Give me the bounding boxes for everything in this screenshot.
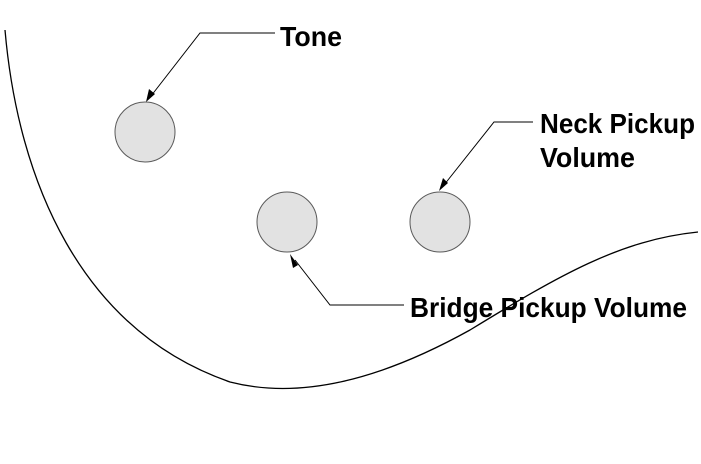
bridge-pickup-volume-label: Bridge Pickup Volume bbox=[410, 292, 687, 323]
bridge-pickup-volume-arrowhead bbox=[290, 254, 298, 268]
guitar-body-outline bbox=[4, 29, 699, 390]
tone-arrowhead bbox=[146, 89, 155, 102]
tone-label: Tone bbox=[280, 21, 342, 52]
bridge-pickup-volume-knob bbox=[256, 191, 318, 253]
neck-pickup-volume-label-line2: Volume bbox=[540, 142, 635, 173]
neck-pickup-volume-leader-line bbox=[443, 121, 533, 186]
neck-pickup-volume-knob bbox=[409, 191, 471, 253]
tone-knob bbox=[114, 101, 176, 163]
neck-pickup-volume-arrowhead bbox=[439, 178, 448, 191]
bridge-pickup-volume-leader-line bbox=[294, 259, 404, 306]
tone-leader-line bbox=[150, 32, 275, 97]
neck-pickup-volume-label-line1: Neck Pickup bbox=[540, 108, 695, 139]
